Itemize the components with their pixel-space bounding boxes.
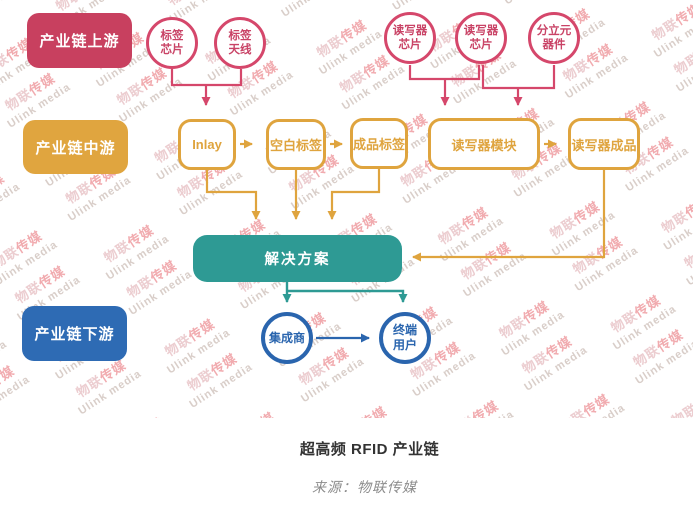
source-credit: 来源：物联传媒 [312, 479, 417, 495]
midstream-connectors [205, 139, 606, 262]
node-reader-chip-1: 读写器 芯片 [384, 12, 436, 64]
node-end-user: 终端 用户 [379, 312, 431, 364]
node-inlay: Inlay [178, 119, 236, 170]
node-reader-module: 读写器模块 [428, 118, 540, 170]
node-reader-chip-2: 读写器 芯片 [455, 12, 507, 64]
node-finished-tag: 成品标签 [350, 118, 408, 169]
node-solution: 解决方案 [193, 235, 402, 282]
diagram-title: 超高频 RFID 产业链 [299, 441, 440, 458]
stage-label-midstream: 产业链中游 [23, 120, 128, 174]
stage-label-downstream: 产业链下游 [22, 306, 127, 361]
node-tag-antenna: 标签 天线 [214, 17, 266, 69]
upstream-connectors [170, 65, 556, 106]
node-discrete-components: 分立元 器件 [528, 12, 580, 64]
stage-label-upstream: 产业链上游 [27, 13, 132, 68]
node-tag-chip: 标签 芯片 [146, 17, 198, 69]
node-blank-tag: 空白标签 [266, 119, 326, 170]
node-integrator: 集成商 [261, 312, 313, 364]
solution-connectors [282, 282, 408, 303]
node-reader-product: 读写器成品 [568, 118, 640, 170]
